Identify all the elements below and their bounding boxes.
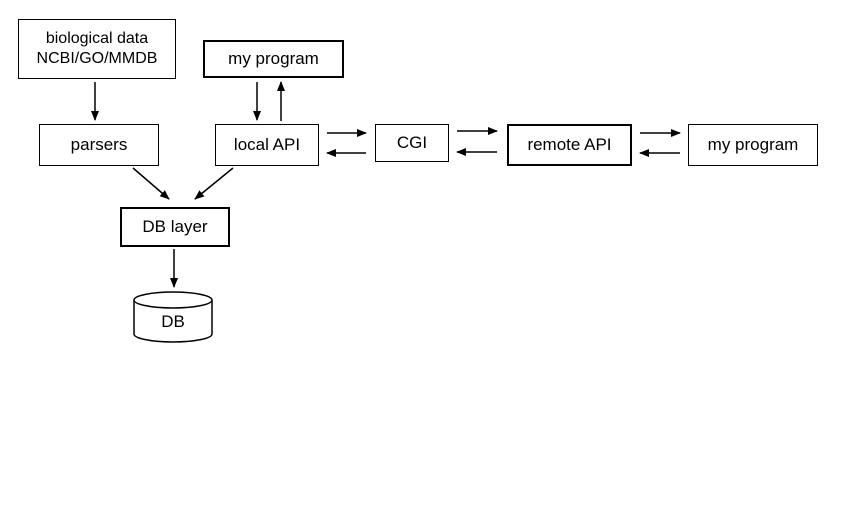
remote-api-label: remote API	[527, 134, 612, 154]
cgi-label: CGI	[396, 132, 428, 152]
db-layer-label: DB layer	[142, 216, 208, 236]
db-cylinder	[133, 291, 213, 343]
my-program-right-label: my program	[707, 134, 799, 154]
arrow-localapi-to-dblayer	[194, 167, 234, 200]
parsers-label: parsers	[70, 134, 128, 154]
arrow-parsers-to-dblayer	[132, 167, 170, 200]
local-api-label: local API	[233, 134, 301, 154]
biological-data-sources: NCBI/GO/MMDB	[36, 50, 158, 67]
my-program-top-label: my program	[228, 48, 319, 68]
local-api-node: local API	[215, 124, 319, 166]
remote-api-node: remote API	[507, 124, 632, 166]
biological-data-node: biological data NCBI/GO/MMDB	[18, 19, 176, 79]
db-layer-node: DB layer	[120, 207, 230, 247]
cgi-node: CGI	[375, 124, 449, 162]
parsers-node: parsers	[39, 124, 159, 166]
db-label: DB	[161, 312, 185, 331]
my-program-right-node: my program	[688, 124, 818, 166]
my-program-top-node: my program	[203, 40, 344, 78]
biological-data-label: biological data	[45, 30, 149, 47]
